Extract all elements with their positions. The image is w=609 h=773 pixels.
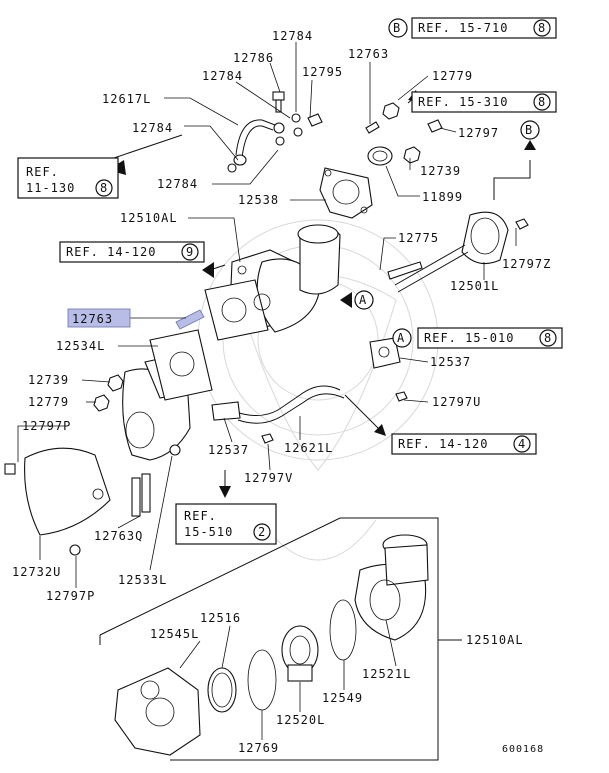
- ref-marker-b: B: [393, 21, 401, 35]
- part-label[interactable]: 12549: [322, 691, 363, 705]
- ref-label-line2: 11-130: [26, 181, 75, 195]
- part-label[interactable]: 12795: [302, 65, 343, 79]
- leader-lines: [17, 42, 517, 740]
- ref-label: REF. 15-010: [424, 331, 514, 345]
- part-label[interactable]: 12538: [238, 193, 279, 207]
- part-label[interactable]: 12516: [200, 611, 241, 625]
- part-label[interactable]: 12797V: [244, 471, 293, 485]
- part-label[interactable]: 12520L: [276, 713, 325, 727]
- ref-box-15-510[interactable]: REF. 15-510 2: [175, 503, 277, 545]
- ref-box-15-710[interactable]: B REF. 15-710 8: [388, 17, 557, 39]
- exploded-view-frame: [99, 517, 462, 761]
- part-label[interactable]: 12521L: [362, 667, 411, 681]
- part-label[interactable]: 12784: [202, 69, 243, 83]
- part-label[interactable]: 12501L: [450, 279, 499, 293]
- part-label[interactable]: 12784: [272, 29, 313, 43]
- ref-circle-num: 2: [258, 525, 266, 539]
- turbocharger-assembly: [204, 224, 341, 341]
- part-label[interactable]: 12769: [238, 741, 279, 755]
- part-label[interactable]: 12617L: [102, 92, 151, 106]
- part-label[interactable]: 12739: [420, 164, 461, 178]
- part-label-highlighted[interactable]: 12763: [72, 312, 113, 326]
- part-label[interactable]: 12797: [458, 126, 499, 140]
- center-cartridge-12520L: [281, 625, 319, 682]
- ref-label-line1: REF.: [184, 509, 217, 523]
- part-label[interactable]: 12784: [157, 177, 198, 191]
- part-label[interactable]: 12797Z: [502, 257, 551, 271]
- ref-box-14-120-bottom[interactable]: REF. 14-120 4: [391, 433, 537, 455]
- marker-b-right: B: [520, 120, 540, 140]
- water-pipe: [211, 337, 408, 444]
- heat-shield: [24, 447, 111, 556]
- ref-circle-num: 4: [518, 437, 526, 451]
- o-ring-12549: [329, 599, 357, 661]
- wastegate-actuator: [387, 211, 529, 293]
- svg-text:A: A: [359, 293, 367, 307]
- ref-box-15-010[interactable]: A REF. 15-010 8: [392, 327, 563, 349]
- part-label[interactable]: 12533L: [118, 573, 167, 587]
- ref-box-11-130[interactable]: REF. 11-130 8: [17, 157, 119, 199]
- part-label[interactable]: 12621L: [284, 441, 333, 455]
- part-label[interactable]: 12779: [432, 69, 473, 83]
- part-label[interactable]: 12797P: [22, 419, 71, 433]
- part-label[interactable]: 12510AL: [120, 211, 178, 225]
- gasket-12534L: [149, 329, 213, 401]
- stud-and-nut-top: [365, 102, 443, 166]
- highlight-box: [67, 308, 131, 328]
- part-label[interactable]: 12739: [28, 373, 69, 387]
- ref-label: REF. 15-710: [418, 21, 508, 35]
- part-label[interactable]: 12786: [233, 51, 274, 65]
- ref-label-line2: 15-510: [184, 525, 233, 539]
- ref-label: REF. 15-310: [418, 95, 508, 109]
- part-label[interactable]: 12537: [430, 355, 471, 369]
- part-label[interactable]: 12545L: [150, 627, 199, 641]
- banjo-bolt: [272, 91, 323, 137]
- part-label[interactable]: 12797U: [432, 395, 481, 409]
- part-label[interactable]: 12763Q: [94, 529, 143, 543]
- oil-feed-pipe: [227, 119, 285, 173]
- part-labels: 12784 12786 12784 12795 12763 12779 1261…: [12, 29, 551, 755]
- part-label[interactable]: 12779: [28, 395, 69, 409]
- clamp-12516: [207, 667, 237, 713]
- ref-box-15-310[interactable]: REF. 15-310 8: [411, 91, 557, 113]
- manifold-studs: [4, 309, 205, 517]
- ref-circle-num: 8: [100, 181, 108, 195]
- part-label[interactable]: 12784: [132, 121, 173, 135]
- part-label[interactable]: 11899: [422, 190, 463, 204]
- part-label[interactable]: 12537: [208, 443, 249, 457]
- part-label[interactable]: 12732U: [12, 565, 61, 579]
- part-label[interactable]: 12510AL: [466, 633, 524, 647]
- ref-marker-a: A: [397, 331, 405, 345]
- part-label[interactable]: 12775: [398, 231, 439, 245]
- compressor-housing-12521L: [354, 534, 429, 641]
- ref-label: REF. 14-120: [66, 245, 156, 259]
- ref-circle-num: 8: [544, 331, 552, 345]
- ref-circle-num: 8: [538, 95, 546, 109]
- figure-id: 600168: [502, 744, 544, 755]
- part-label[interactable]: 12797P: [46, 589, 95, 603]
- ref-box-14-120-top[interactable]: REF. 14-120 9: [59, 241, 205, 263]
- part-label[interactable]: 12763: [348, 47, 389, 61]
- snap-ring-12769: [247, 649, 277, 711]
- ref-label-line1: REF.: [26, 165, 59, 179]
- turbine-housing-exploded: [114, 667, 201, 756]
- ref-circle-num: 9: [186, 245, 194, 259]
- ref-label: REF. 14-120: [398, 437, 488, 451]
- ref-circle-num: 8: [538, 21, 546, 35]
- marker-a-mid: A: [354, 290, 374, 310]
- part-label[interactable]: 12534L: [56, 339, 105, 353]
- svg-text:B: B: [525, 123, 533, 137]
- gasket-12538: [319, 167, 373, 219]
